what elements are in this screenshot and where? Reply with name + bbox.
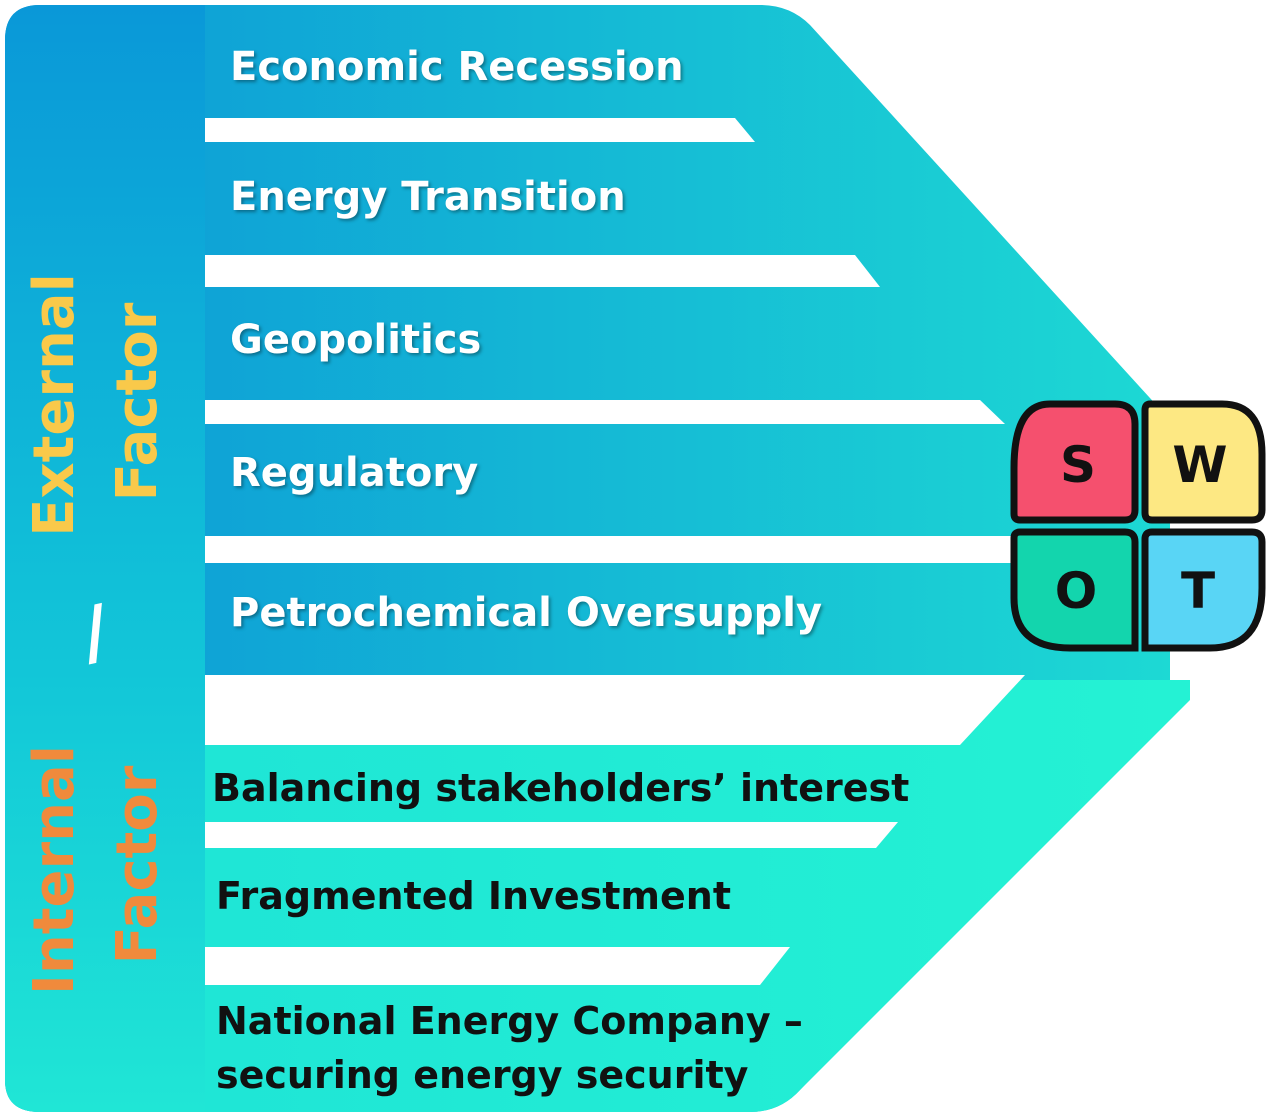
- internal-factor-title-line2: Factor: [105, 765, 170, 965]
- internal-item-balancing-stakeholders: Balancing stakeholders’ interest: [212, 766, 910, 810]
- separator-3: [205, 400, 1005, 424]
- external-item-economic-recession: Economic Recession: [230, 44, 684, 90]
- swot-letter-w: W: [1172, 436, 1227, 494]
- swot-letter-o: O: [1055, 562, 1098, 620]
- separator-6: [205, 947, 790, 985]
- swot-icon: S W O T: [1010, 400, 1266, 652]
- external-item-regulatory: Regulatory: [230, 450, 479, 496]
- external-factor-title-line2: Factor: [105, 302, 170, 502]
- internal-item-securing-energy-security: securing energy security: [216, 1053, 749, 1097]
- internal-item-fragmented-investment: Fragmented Investment: [216, 874, 732, 918]
- side-label-column: [5, 5, 205, 1112]
- separator-2: [205, 255, 880, 287]
- separator-1: [205, 118, 755, 142]
- gap-external-internal: [205, 675, 1025, 745]
- swot-letter-s: S: [1060, 436, 1096, 494]
- external-item-energy-transition: Energy Transition: [230, 174, 626, 220]
- external-item-geopolitics: Geopolitics: [230, 317, 482, 363]
- swot-letter-t: T: [1181, 562, 1215, 620]
- internal-item-national-energy-company: National Energy Company –: [216, 999, 803, 1043]
- internal-arrow-band: [5, 680, 1190, 1112]
- separator-4: [205, 536, 1020, 563]
- separator-5: [205, 822, 898, 848]
- internal-factor-title-line1: Internal: [22, 745, 87, 995]
- external-factor-title-line1: External: [22, 273, 87, 537]
- external-item-petrochemical-oversupply: Petrochemical Oversupply: [230, 590, 823, 636]
